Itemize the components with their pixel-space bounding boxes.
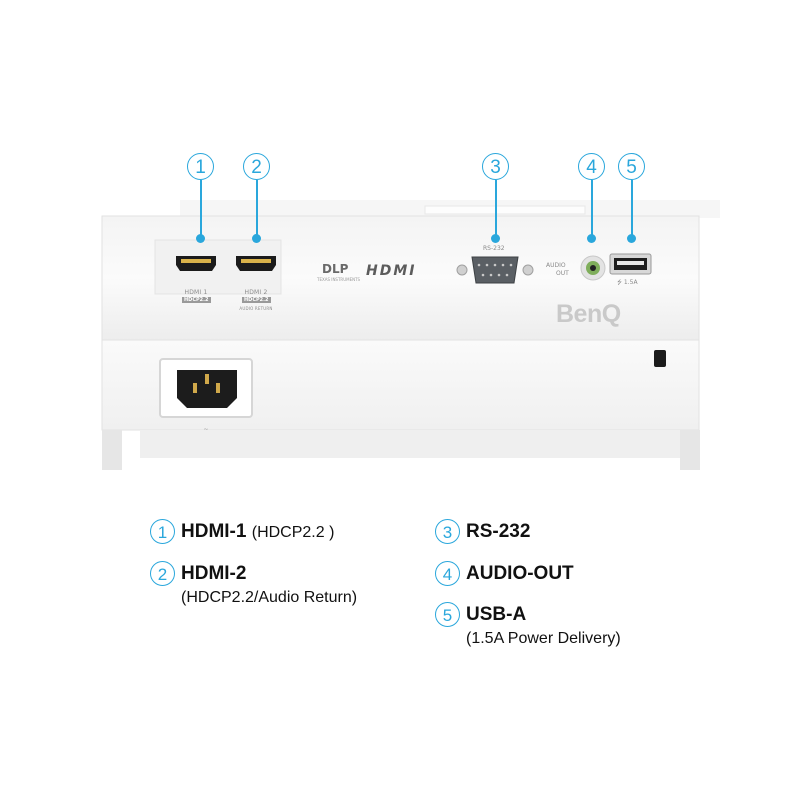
legend-sub-2: (HDCP2.2/Audio Return)	[181, 589, 358, 606]
legend-item-5: 5 USB-A (1.5A Power Delivery)	[435, 602, 621, 648]
legend-paren-1: (HDCP2.2 )	[251, 524, 335, 541]
callout-5: 5	[618, 153, 645, 180]
legend-title-5: USB-A	[466, 604, 527, 625]
callout-2-leader	[256, 180, 258, 236]
hdmi1-port-tag: HDCP2.2	[182, 297, 211, 303]
legend-item-1: 1 HDMI-1 (HDCP2.2 )	[150, 519, 334, 545]
rs232-port-label: RS-232	[483, 245, 505, 252]
hdmi2-port-sub: AUDIO RETURN	[239, 306, 273, 311]
callout-4-dot	[587, 234, 596, 243]
legend-title-4: AUDIO-OUT	[466, 563, 574, 584]
callout-4-leader	[591, 180, 593, 236]
svg-text:~: ~	[203, 426, 208, 433]
callout-2: 2	[243, 153, 270, 180]
callout-1-leader	[200, 180, 202, 236]
legend-title-3: RS-232	[466, 521, 531, 542]
callout-1: 1	[187, 153, 214, 180]
callout-5-dot	[627, 234, 636, 243]
hdmi2-port-label: HDMI 2	[244, 289, 268, 296]
legend-title-1: HDMI-1	[181, 521, 247, 542]
callout-3: 3	[482, 153, 509, 180]
legend-title-2: HDMI-2	[181, 563, 247, 584]
audio-port-label-1: AUDIO	[546, 262, 566, 269]
legend-number-2: 2	[150, 561, 175, 586]
dlp-logo-sub: TEXAS INSTRUMENTS	[317, 277, 361, 282]
dlp-logo: DLP	[322, 262, 349, 276]
legend-number-3: 3	[435, 519, 460, 544]
audio-port-label-2: OUT	[556, 270, 569, 277]
callout-4: 4	[578, 153, 605, 180]
callout-3-dot	[491, 234, 500, 243]
callout-2-dot	[252, 234, 261, 243]
legend-number-4: 4	[435, 561, 460, 586]
legend-item-3: 3 RS-232	[435, 519, 530, 544]
legend-item-2: 2 HDMI-2 (HDCP2.2/Audio Return)	[150, 561, 357, 607]
brand-logo: BenQ	[556, 300, 621, 328]
legend-number-5: 5	[435, 602, 460, 627]
legend-number-1: 1	[150, 519, 175, 544]
callout-1-dot	[196, 234, 205, 243]
hdmi-logo: HDMI	[366, 263, 417, 279]
hdmi1-port-label: HDMI 1	[184, 289, 208, 296]
hdmi2-port-tag: HDCP2.2	[242, 297, 271, 303]
callout-5-leader	[631, 180, 633, 236]
usb-port-label: ⭍ 1.5A	[617, 279, 638, 286]
projector-rear-panel: ~	[101, 205, 700, 470]
legend-item-4: 4 AUDIO-OUT	[435, 561, 574, 586]
callout-3-leader	[495, 180, 497, 236]
legend-sub-5: (1.5A Power Delivery)	[466, 630, 621, 647]
